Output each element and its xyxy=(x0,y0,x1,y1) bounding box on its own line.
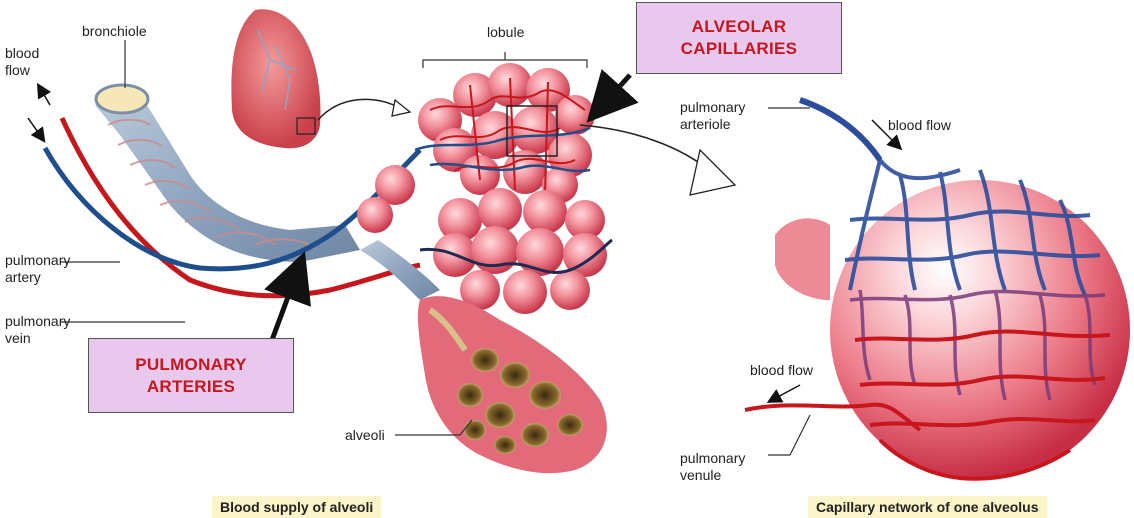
alveolus-detail xyxy=(745,100,1130,480)
pulmonary-arteriole-label: pulmonary arteriole xyxy=(680,99,745,133)
pulmonary-venule-label: pulmonary venule xyxy=(680,450,745,484)
blood-flow-leaving-arrow xyxy=(772,385,800,400)
lung-to-lobule-arrow xyxy=(318,99,400,120)
alveolar-capillaries-callout: ALVEOLAR CAPILLARIES xyxy=(636,2,842,74)
lobule-cluster xyxy=(415,63,595,203)
blood-flow-out-arrow xyxy=(40,88,50,105)
pulmonary-vein-label: pulmonary vein xyxy=(5,313,70,347)
caption-blood-supply: Blood supply of alveoli xyxy=(212,496,381,518)
blood-flow-label-left: blood flow xyxy=(5,45,39,79)
pulmonary-arteries-callout: PULMONARY ARTERIES xyxy=(88,338,294,413)
alveoli-label: alveoli xyxy=(345,427,385,444)
blood-flow-label-bottom-right: blood flow xyxy=(750,362,813,379)
lobule-label: lobule xyxy=(487,24,524,41)
blood-flow-in-arrow xyxy=(28,118,42,138)
lung-icon xyxy=(231,9,320,148)
bronchiole-label: bronchiole xyxy=(82,23,147,40)
alveoli-cross-section xyxy=(418,296,607,473)
magnify-arrowhead xyxy=(690,150,735,195)
pulmonary-arteries-arrow xyxy=(272,270,298,340)
alveolar-capillaries-arrow xyxy=(600,75,630,108)
arrowhead xyxy=(392,100,410,116)
blood-flow-label-top-right: blood flow xyxy=(888,117,951,134)
pulmonary-artery-label: pulmonary artery xyxy=(5,252,70,286)
caption-capillary-network: Capillary network of one alveolus xyxy=(808,496,1047,518)
